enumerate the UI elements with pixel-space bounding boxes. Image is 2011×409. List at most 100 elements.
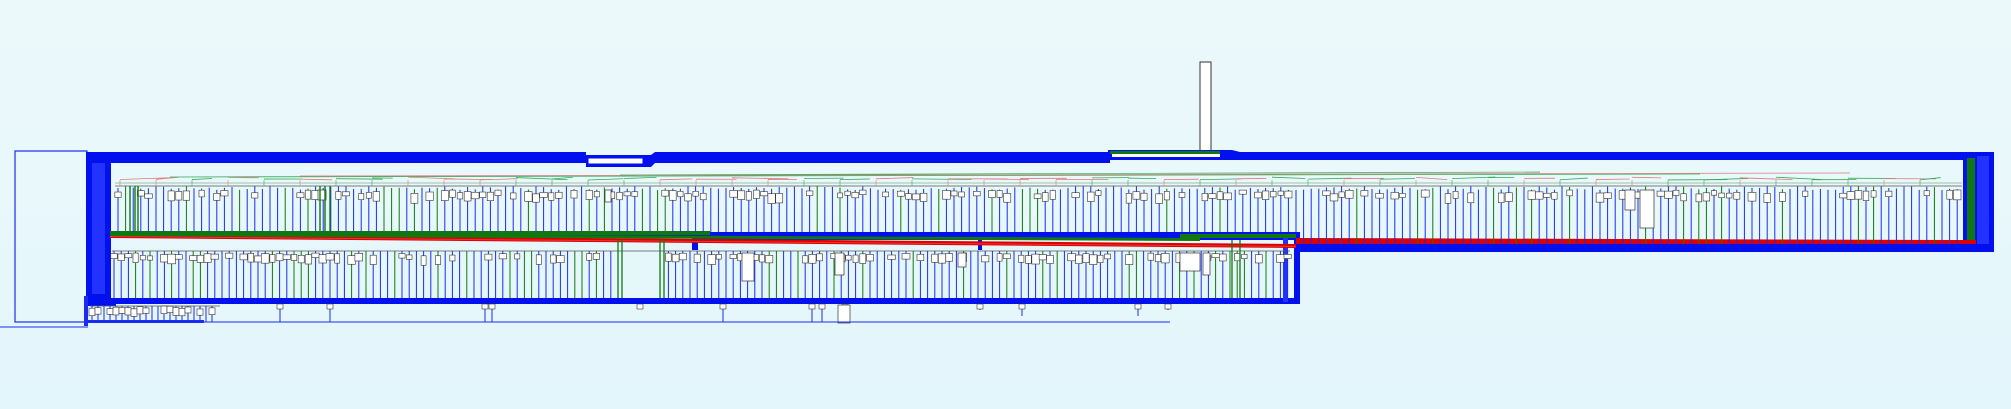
component-box	[1421, 190, 1429, 197]
component-box	[1847, 192, 1855, 200]
component-box	[305, 255, 311, 264]
component-box	[173, 308, 179, 316]
component-box	[335, 254, 340, 263]
component-box	[1284, 254, 1291, 258]
component-box	[586, 190, 592, 199]
component-box	[905, 194, 911, 199]
component-box	[137, 307, 143, 314]
component-box	[277, 304, 283, 309]
component-box	[730, 190, 738, 197]
component-box	[297, 193, 304, 198]
component-box	[989, 191, 996, 198]
component-box	[1625, 190, 1635, 210]
component-box	[312, 253, 320, 257]
component-box	[113, 307, 119, 315]
net-label	[1596, 179, 1630, 180]
component-box	[1156, 194, 1163, 204]
component-box	[1255, 255, 1262, 263]
component-box	[1125, 255, 1132, 265]
component-box	[1202, 193, 1208, 200]
component-box	[819, 304, 825, 309]
net-label	[876, 178, 914, 179]
component-box	[662, 190, 669, 196]
component-box	[1076, 255, 1082, 264]
component-box	[1042, 193, 1048, 202]
component-box	[806, 191, 813, 196]
component-box	[1032, 254, 1040, 264]
component-box	[669, 191, 676, 201]
component-box	[902, 253, 910, 259]
component-box	[1270, 191, 1276, 196]
component-box	[593, 253, 599, 259]
component-box	[1148, 253, 1154, 260]
component-box	[1886, 191, 1892, 196]
component-box	[557, 256, 565, 263]
component-box	[1165, 304, 1171, 309]
component-box	[1947, 190, 1953, 199]
component-box	[342, 192, 349, 196]
component-box	[1361, 190, 1368, 196]
component-box	[140, 255, 145, 260]
component-box	[487, 192, 493, 200]
component-box	[510, 193, 516, 199]
net-label	[624, 177, 656, 178]
component-box	[131, 309, 137, 316]
component-box	[399, 253, 405, 258]
component-box	[515, 254, 520, 259]
component-box	[632, 192, 638, 197]
component-box	[746, 192, 751, 201]
component-box	[1224, 193, 1232, 200]
component-box	[348, 256, 356, 265]
component-box	[533, 194, 540, 202]
component-box	[860, 190, 866, 195]
component-box	[1528, 191, 1535, 199]
net-label	[1632, 177, 1661, 178]
component-box	[147, 256, 152, 260]
component-box	[1219, 254, 1226, 261]
net-label	[1236, 178, 1266, 179]
component-box	[283, 255, 290, 259]
net-label	[1128, 178, 1156, 179]
component-box	[550, 255, 556, 263]
component-box	[802, 256, 807, 263]
component-box	[95, 308, 101, 315]
component-box	[1779, 193, 1785, 202]
component-box	[1468, 193, 1474, 203]
net-label	[336, 179, 383, 180]
component-box	[118, 254, 125, 261]
component-box	[946, 254, 953, 262]
component-box	[482, 304, 488, 309]
component-box	[411, 193, 418, 203]
component-box	[1871, 191, 1876, 197]
component-box	[624, 192, 630, 196]
component-box	[1278, 191, 1284, 195]
left-boundary-box	[15, 151, 87, 322]
component-box	[1203, 253, 1210, 275]
component-box	[291, 254, 297, 260]
component-box	[366, 192, 371, 198]
component-box	[1018, 255, 1023, 262]
component-box	[617, 192, 623, 199]
component-box	[1090, 255, 1097, 265]
component-box	[1657, 191, 1665, 196]
component-box	[1681, 194, 1687, 201]
component-box	[1453, 191, 1458, 198]
component-box	[678, 191, 683, 196]
component-box	[776, 193, 783, 202]
component-box	[185, 307, 191, 313]
component-box	[809, 254, 816, 263]
component-box	[759, 255, 764, 262]
component-box	[540, 192, 548, 197]
component-box	[480, 192, 486, 198]
net-label	[1560, 178, 1588, 180]
component-box	[1673, 190, 1679, 195]
component-box	[809, 304, 815, 309]
component-box	[359, 194, 364, 200]
component-box	[853, 255, 858, 263]
component-box	[932, 254, 938, 262]
component-box	[457, 193, 463, 199]
component-box	[125, 254, 132, 258]
component-box	[464, 192, 471, 201]
component-box	[167, 306, 173, 312]
component-box	[214, 193, 220, 200]
